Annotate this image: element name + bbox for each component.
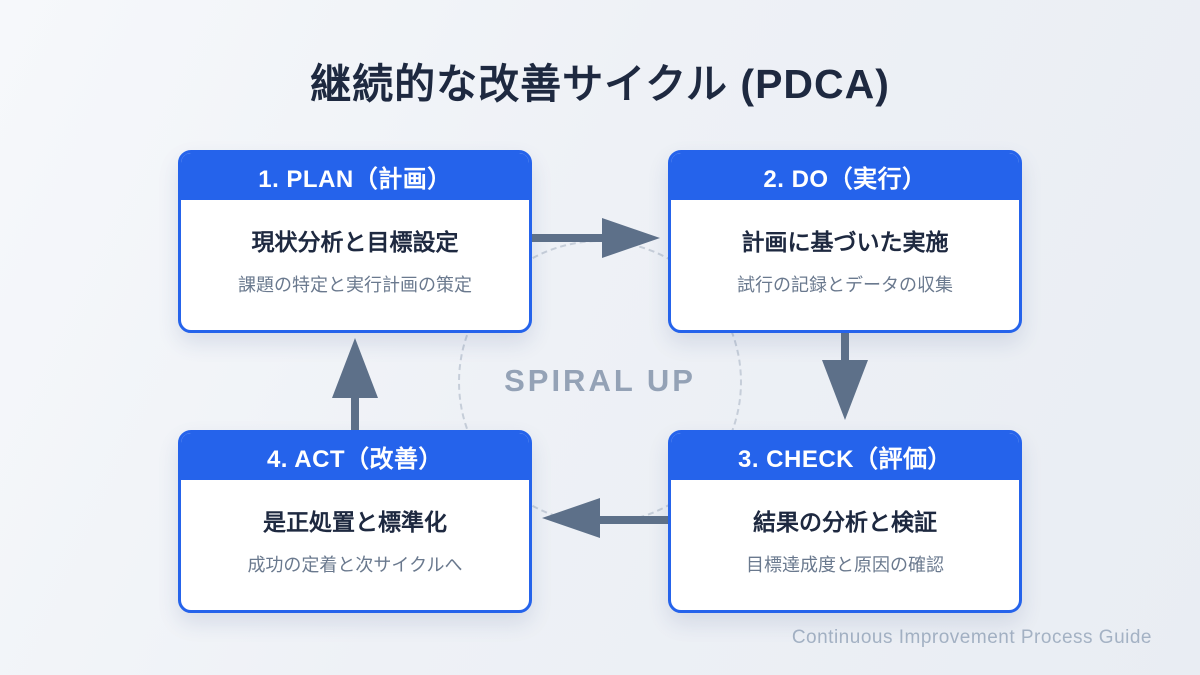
step-plan-heading: 現状分析と目標設定 — [251, 229, 459, 255]
step-do-heading: 計画に基づいた実施 — [741, 229, 949, 255]
step-do-description: 試行の記録とデータの収集 — [737, 275, 953, 295]
step-do-header: 2. DO（実行） — [671, 153, 1019, 200]
step-check-heading: 結果の分析と検証 — [753, 509, 937, 535]
step-plan-header: 1. PLAN（計画） — [181, 153, 529, 200]
step-box-plan: 1. PLAN（計画） 現状分析と目標設定 課題の特定と実行計画の策定 — [178, 150, 532, 333]
step-act-header: 4. ACT（改善） — [181, 433, 529, 480]
center-label: SPIRAL UP — [504, 363, 696, 398]
step-act-body: 是正処置と標準化 成功の定着と次サイクルへ — [181, 480, 529, 610]
step-plan-description: 課題の特定と実行計画の策定 — [238, 275, 472, 295]
step-box-do: 2. DO（実行） 計画に基づいた実施 試行の記録とデータの収集 — [668, 150, 1022, 333]
step-box-act: 4. ACT（改善） 是正処置と標準化 成功の定着と次サイクルへ — [178, 430, 532, 613]
step-act-description: 成功の定着と次サイクルへ — [247, 555, 463, 575]
arrow-act-to-plan-icon — [332, 338, 378, 430]
step-box-check: 3. CHECK（評価） 結果の分析と検証 目標達成度と原因の確認 — [668, 430, 1022, 613]
step-check-header: 3. CHECK（評価） — [671, 433, 1019, 480]
step-check-description: 目標達成度と原因の確認 — [746, 555, 944, 575]
page-title: 継続的な改善サイクル (PDCA) — [310, 61, 890, 107]
step-check-body: 結果の分析と検証 目標達成度と原因の確認 — [671, 480, 1019, 610]
step-act-heading: 是正処置と標準化 — [263, 509, 447, 535]
arrow-do-to-check-icon — [822, 333, 868, 420]
footer-caption: Continuous Improvement Process Guide — [791, 627, 1152, 648]
step-do-body: 計画に基づいた実施 試行の記録とデータの収集 — [671, 200, 1019, 330]
step-plan-body: 現状分析と目標設定 課題の特定と実行計画の策定 — [181, 200, 529, 330]
